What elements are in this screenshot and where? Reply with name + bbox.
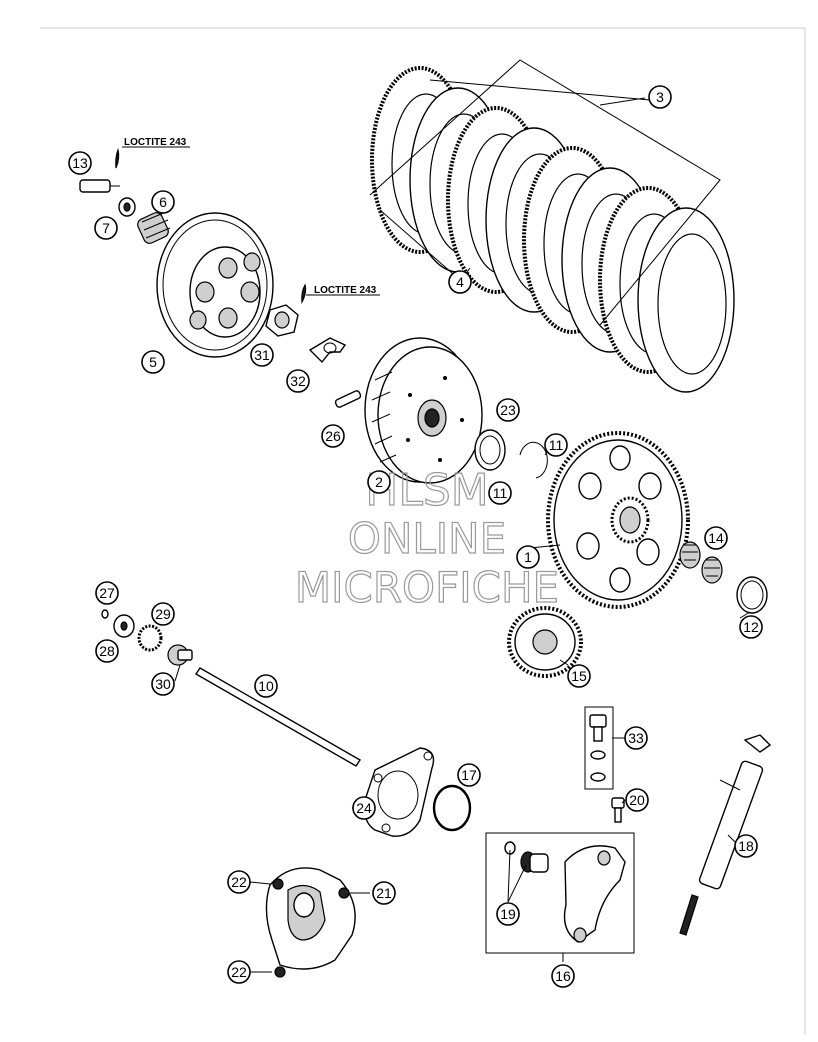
svg-text:19: 19: [500, 906, 516, 922]
loctite-note-mid: LOCTITE 243: [314, 285, 377, 296]
pushrod-small-parts: [101, 609, 193, 666]
svg-text:10: 10: [258, 678, 274, 694]
svg-text:31: 31: [254, 347, 270, 363]
svg-text:14: 14: [708, 530, 724, 546]
svg-text:11: 11: [549, 437, 564, 453]
lock-washer: [308, 337, 347, 364]
svg-text:22: 22: [231, 964, 247, 980]
svg-text:23: 23: [500, 402, 516, 418]
clutch-basket-gear: [546, 431, 690, 609]
hub-pin: [334, 390, 362, 408]
svg-text:13: 13: [72, 155, 88, 171]
drive-gear: [507, 606, 583, 678]
spacer-washer: [736, 576, 768, 614]
svg-text:1: 1: [524, 549, 532, 565]
clutch-bolt: [79, 147, 120, 193]
svg-text:20: 20: [629, 792, 645, 808]
pressure-plate: [156, 212, 274, 358]
svg-text:3: 3: [656, 89, 664, 105]
thrust-washer: [474, 429, 506, 471]
callout-33: 33: [624, 726, 648, 750]
callout-26: 26: [321, 424, 345, 448]
callout-28: 28: [95, 639, 119, 663]
callout-17: 17: [457, 763, 481, 787]
clutch-disc-bore: [657, 233, 727, 375]
svg-text:30: 30: [155, 676, 171, 692]
callout-16: 16: [551, 964, 575, 988]
svg-text:5: 5: [149, 354, 157, 370]
svg-text:16: 16: [555, 968, 571, 984]
svg-text:7: 7: [102, 220, 110, 236]
svg-text:21: 21: [376, 885, 392, 901]
callout-4: 4: [448, 270, 472, 294]
callout-24: 24: [352, 796, 376, 820]
callout-19: 19: [496, 902, 520, 926]
callout-14: 14: [704, 526, 728, 550]
callout-11b: 11: [488, 481, 512, 505]
loctite-note-top: LOCTITE 243: [124, 137, 187, 148]
callout-11a: 11: [544, 433, 568, 457]
callout-29: 29: [151, 602, 175, 626]
callout-18: 18: [734, 834, 758, 858]
svg-text:12: 12: [743, 619, 759, 635]
callout-1: 1: [516, 545, 540, 569]
slave-cylinder-cover: [265, 867, 356, 978]
svg-text:28: 28: [99, 643, 115, 659]
inner-clutch-hub: [364, 337, 483, 484]
callout-2: 2: [367, 470, 391, 494]
svg-text:18: 18: [738, 838, 754, 854]
needle-bearings: [679, 541, 723, 584]
svg-text:4: 4: [456, 274, 464, 290]
svg-text:26: 26: [325, 428, 341, 444]
watermark-line3: MICROFICHE: [295, 563, 559, 612]
circlip-upper: [519, 441, 548, 479]
svg-text:33: 33: [628, 730, 644, 746]
push-rod: [195, 667, 361, 767]
svg-text:29: 29: [155, 606, 171, 622]
callout-13: 13: [68, 151, 92, 175]
callout-7: 7: [94, 216, 118, 240]
svg-text:22: 22: [231, 874, 247, 890]
svg-text:11: 11: [493, 485, 508, 501]
callout-21: 21: [372, 881, 396, 905]
svg-text:6: 6: [159, 194, 167, 210]
callout-31: 31: [250, 343, 274, 367]
callout-32: 32: [286, 369, 310, 393]
svg-text:15: 15: [571, 668, 587, 684]
callout-12: 12: [739, 615, 763, 639]
clutch-nut: [265, 283, 307, 337]
svg-text:24: 24: [356, 800, 372, 816]
bleed-screw: [611, 797, 625, 823]
svg-text:27: 27: [99, 585, 115, 601]
callout-23: 23: [496, 398, 520, 422]
callout-10: 10: [254, 674, 278, 698]
callout-3: 3: [648, 85, 672, 109]
clutch-spring: [137, 211, 171, 244]
callout-20: 20: [625, 788, 649, 812]
cover-gasket: [363, 747, 435, 837]
callout-30: 30: [151, 672, 175, 696]
callout-22b: 22: [227, 960, 251, 984]
bolt-washer: [118, 197, 136, 217]
callout-5: 5: [141, 350, 165, 374]
o-ring: [432, 784, 472, 832]
callout-22a: 22: [227, 870, 251, 894]
svg-text:32: 32: [290, 373, 306, 389]
callout-6: 6: [151, 190, 175, 214]
watermark-line2: ONLINE: [348, 514, 506, 563]
clutch-disc-stack: [369, 59, 735, 393]
slave-cylinder-kit: [485, 832, 635, 954]
callout-15: 15: [567, 664, 591, 688]
grease-syringe: [679, 734, 772, 936]
svg-text:2: 2: [375, 474, 383, 490]
svg-text:17: 17: [461, 767, 477, 783]
bolt-kit: [584, 706, 614, 790]
callout-27: 27: [95, 581, 119, 605]
